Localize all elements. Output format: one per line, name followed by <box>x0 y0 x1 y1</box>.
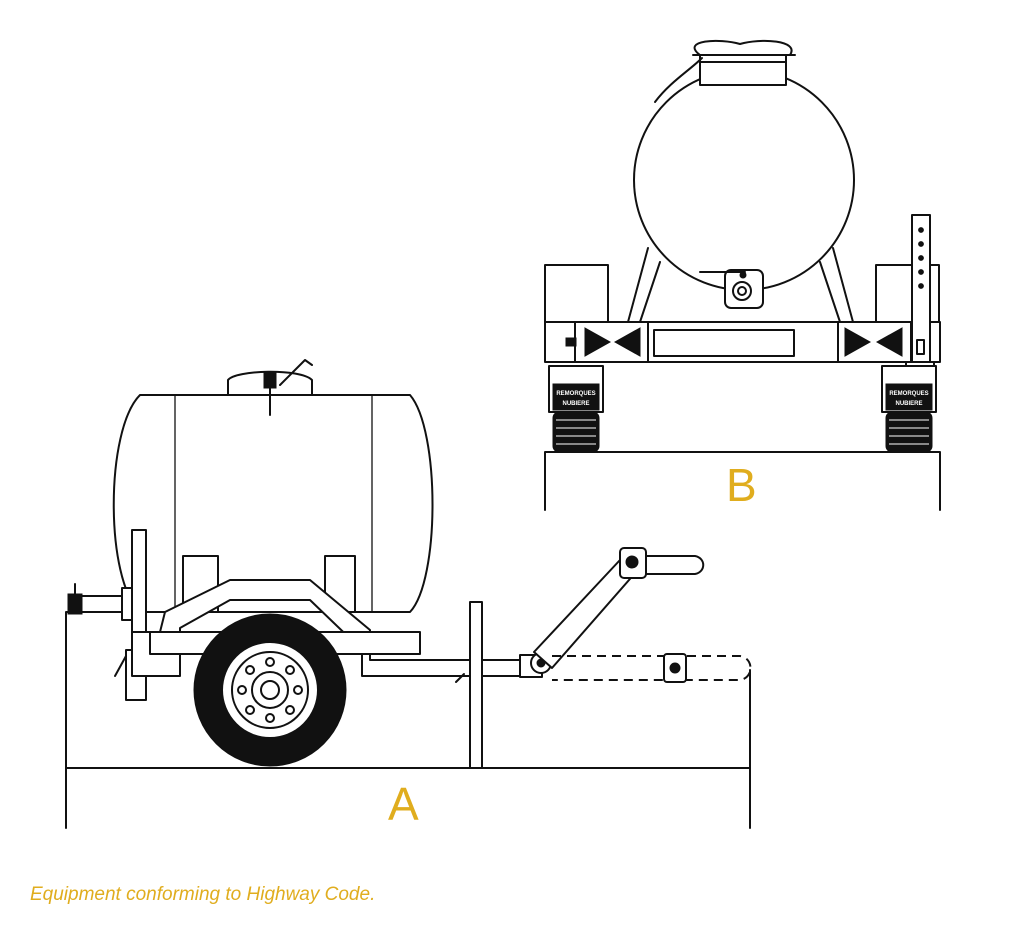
drawbar <box>519 547 705 678</box>
top-hatch <box>654 39 796 103</box>
tank-cradle <box>182 555 356 613</box>
view-label-b: B <box>726 459 757 511</box>
side-drain-valve <box>67 583 133 621</box>
rear-tank-supports <box>627 247 854 323</box>
rear-frame-outline <box>544 451 941 511</box>
right-rear-wheel: REMORQUES NUBIERE <box>881 365 937 453</box>
brand-plate-left-line1: REMORQUES <box>556 391 595 397</box>
round-tank <box>633 69 855 291</box>
left-rear-wheel: REMORQUES NUBIERE <box>548 365 604 453</box>
rear-view-b: REMORQUES NUBIERE REMORQUES NUBIERE <box>544 39 941 511</box>
side-wheel <box>193 613 347 767</box>
left-mudguard <box>544 264 609 326</box>
side-top-hatch <box>227 359 313 416</box>
side-view-a <box>65 359 752 829</box>
side-tank <box>112 394 434 613</box>
brand-plate-left-line2: NUBIERE <box>562 401 589 407</box>
drawbar-lowered-position <box>552 653 752 683</box>
side-upright-post <box>469 601 483 769</box>
rear-drain-valve <box>699 269 764 309</box>
view-label-a: A <box>388 778 419 830</box>
brand-plate-right-line2: NUBIERE <box>895 401 922 407</box>
caption: Equipment conforming to Highway Code. <box>30 884 376 905</box>
brand-plate-right-line1: REMORQUES <box>889 391 928 397</box>
side-frame-outline <box>65 767 751 829</box>
